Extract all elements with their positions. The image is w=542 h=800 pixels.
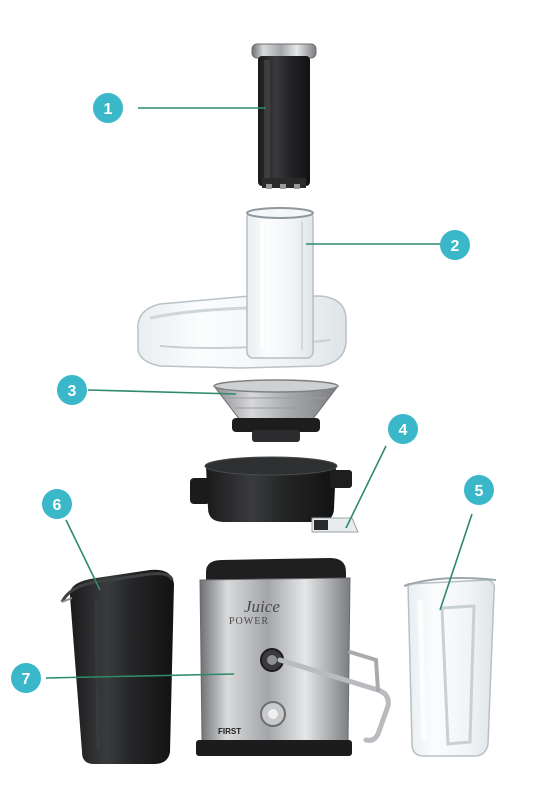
callout-number-2: 2 [451,238,460,255]
filter-basket-icon [212,379,340,442]
callout-badge-3: 3 [57,375,87,405]
callout-number-6: 6 [53,497,62,514]
callout-number-4: 4 [399,422,408,439]
leader-line-3 [87,389,237,395]
motor-base-icon: Juice POWER FIRST [196,558,391,756]
callout-badge-7: 7 [11,663,41,693]
callout-number-7: 7 [22,671,31,688]
lid-with-chute-icon [137,207,347,369]
callout-number-5: 5 [475,483,484,500]
callout-badge-4: 4 [388,414,418,444]
callout-number-1: 1 [104,101,113,118]
callout-badge-5: 5 [464,475,494,505]
brand-name-line1: Juice [244,597,280,616]
pulp-container-icon [60,569,174,764]
callout-number-3: 3 [68,383,77,400]
feeding-pusher-icon [251,43,317,189]
callout-badge-1: 1 [93,93,123,123]
juice-jug-icon [403,577,497,757]
leader-line-5 [439,513,473,611]
callout-badge-6: 6 [42,489,72,519]
leader-line-4 [345,445,387,529]
leader-line-7 [45,673,235,679]
juice-collector-icon [190,456,359,533]
callout-badge-2: 2 [440,230,470,260]
leader-line-6 [65,519,101,591]
brand-name-line2: POWER [229,616,269,627]
maker-logo: FIRST [218,727,241,736]
leader-lines [45,107,473,679]
